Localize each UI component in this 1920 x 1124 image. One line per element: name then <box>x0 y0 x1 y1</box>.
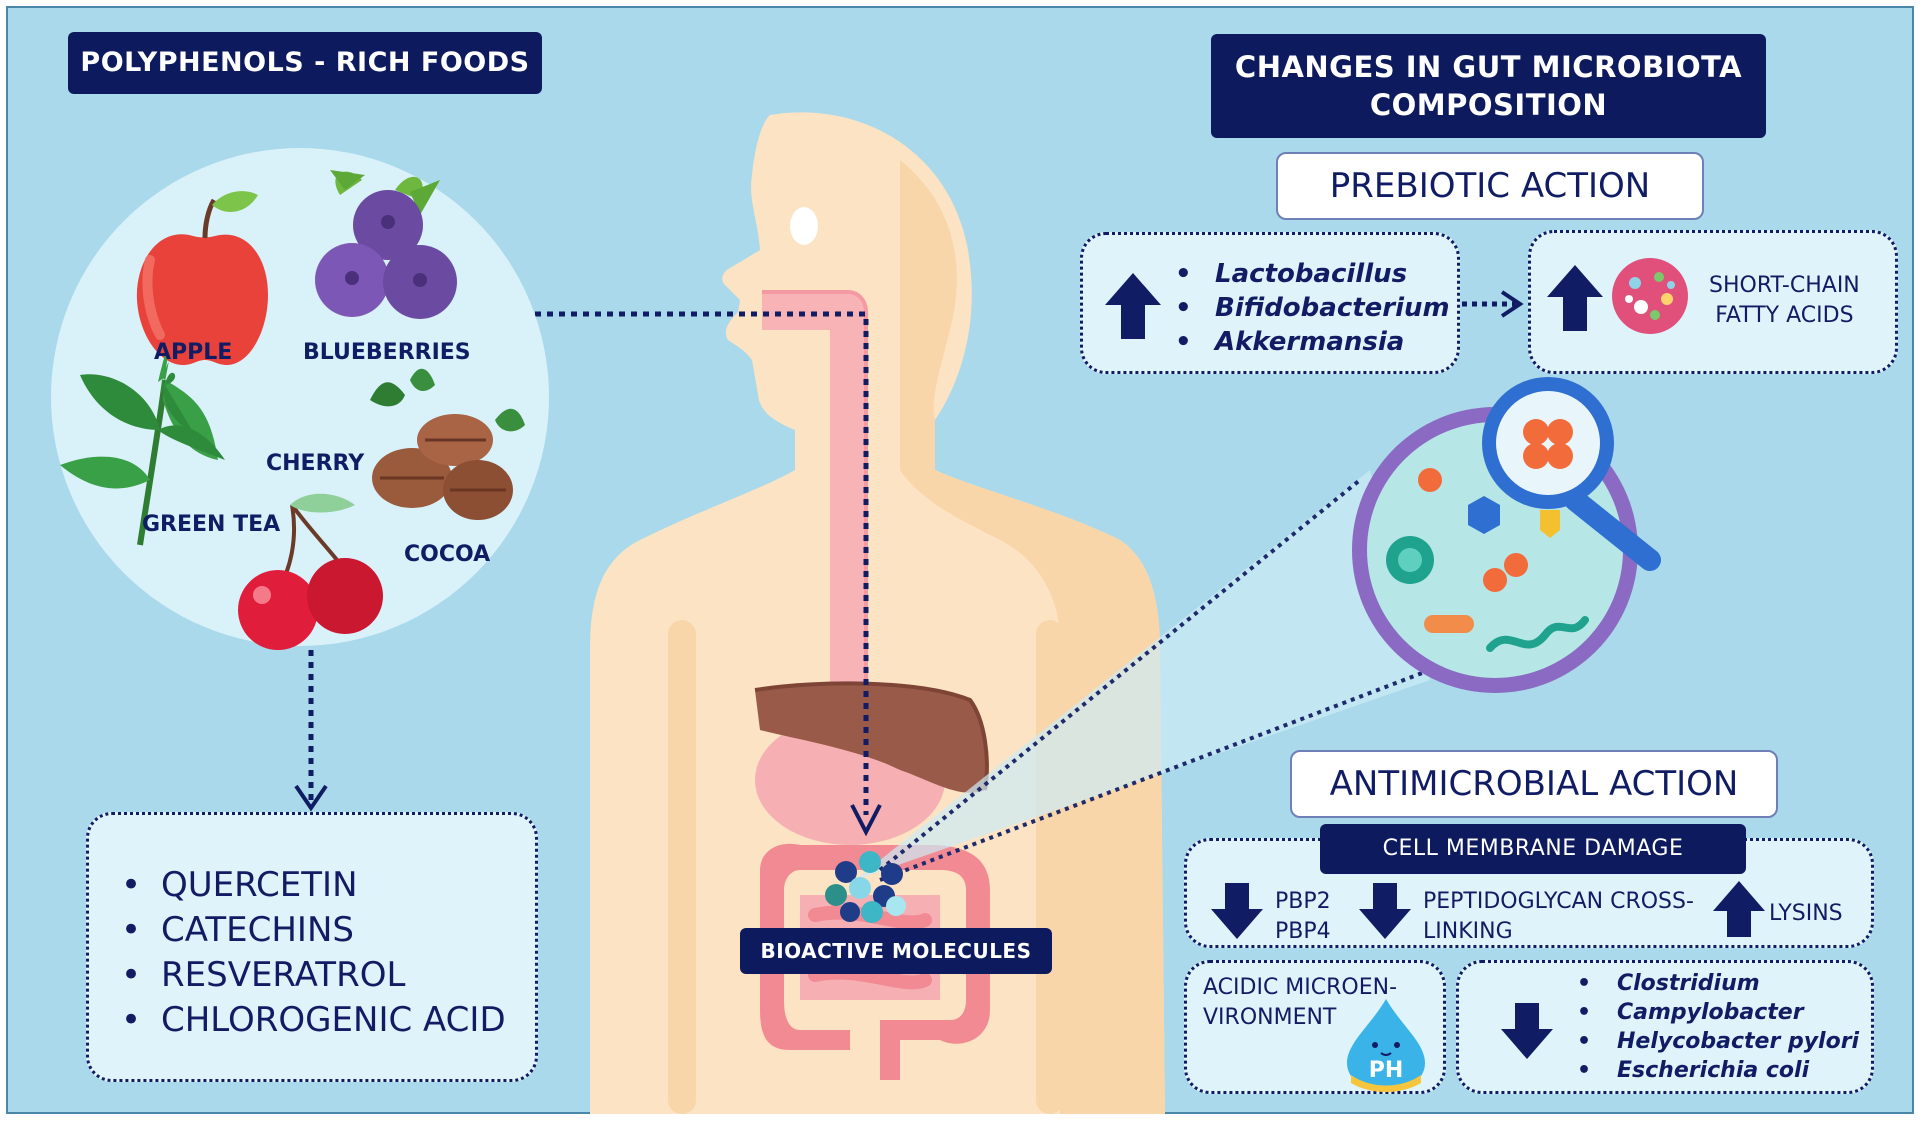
compounds-list: QUERCETIN CATECHINS RESVERATROL CHLOROGE… <box>121 863 506 1043</box>
pathogens-box: Clostridium Campylobacter Helycobacter p… <box>1456 960 1874 1094</box>
bioactive-molecules-label: BIOACTIVE MOLECULES <box>740 928 1052 974</box>
scfa-label-line1: SHORT-CHAIN <box>1709 273 1860 298</box>
cherry-icon <box>238 493 383 650</box>
compound-item: QUERCETIN <box>121 863 506 908</box>
compound-item: RESVERATROL <box>121 953 506 998</box>
increase-arrow-icon <box>1713 881 1765 937</box>
bacteria-list: Lactobacillus Bifidobacterium Akkermansi… <box>1175 257 1450 359</box>
pathogen-item: Clostridium <box>1577 969 1859 998</box>
bacteria-item: Akkermansia <box>1175 325 1450 359</box>
bioactive-molecules-cluster <box>825 851 906 923</box>
ph-text: PH <box>1369 1058 1404 1083</box>
decrease-arrow-icon <box>1211 883 1263 939</box>
prebiotic-action-title: PREBIOTIC ACTION <box>1276 152 1704 220</box>
lysins-label: LYSINS <box>1769 901 1843 926</box>
blueberries-icon <box>315 170 457 319</box>
scfa-label: SHORT-CHAIN FATTY ACIDS <box>1709 271 1860 331</box>
polyphenols-title: POLYPHENOLS - RICH FOODS <box>68 32 542 94</box>
pathogens-list: Clostridium Campylobacter Helycobacter p… <box>1577 969 1859 1085</box>
ph-drop-icon: PH <box>1347 999 1425 1092</box>
pathogen-item: Escherichia coli <box>1577 1056 1859 1085</box>
gut-microbiota-title-line1: CHANGES IN GUT MICROBIOTA <box>1234 50 1743 84</box>
cocoa-label: COCOA <box>404 542 491 567</box>
bacteria-box: Lactobacillus Bifidobacterium Akkermansi… <box>1080 232 1460 374</box>
apple-icon <box>136 191 268 365</box>
cocoa-icon <box>370 368 525 520</box>
pbp4-label: PBP4 <box>1275 919 1331 944</box>
decrease-arrow-icon <box>1359 883 1411 939</box>
pbp-labels: PBP2 PBP4 <box>1275 887 1331 947</box>
fatty-acids-icon <box>1612 258 1688 334</box>
antimicrobial-action-title: ANTIMICROBIAL ACTION <box>1290 750 1778 818</box>
increase-arrow-icon <box>1105 273 1161 339</box>
green-tea-label: GREEN TEA <box>142 512 281 537</box>
cell-membrane-damage-header: CELL MEMBRANE DAMAGE <box>1320 824 1746 874</box>
compound-item: CHLOROGENIC ACID <box>121 998 506 1043</box>
pathogen-item: Helycobacter pylori <box>1577 1027 1859 1056</box>
scfa-label-line2: FATTY ACIDS <box>1715 303 1854 328</box>
gut-microbiota-title: CHANGES IN GUT MICROBIOTA COMPOSITION <box>1211 34 1766 138</box>
increase-arrow-icon <box>1547 265 1603 331</box>
acidic-label: ACIDIC MICROEN- VIRONMENT <box>1203 973 1397 1033</box>
green-tea-icon <box>60 349 225 546</box>
blueberries-label: BLUEBERRIES <box>303 340 471 365</box>
compounds-arrowhead <box>294 784 328 812</box>
compounds-box: QUERCETIN CATECHINS RESVERATROL CHLOROGE… <box>86 812 538 1082</box>
ingestion-path <box>535 311 869 815</box>
acidic-label-line2: VIRONMENT <box>1203 1005 1337 1030</box>
acidic-microenvironment-box: ACIDIC MICROEN- VIRONMENT PH <box>1184 960 1446 1094</box>
pathogen-item: Campylobacter <box>1577 998 1859 1027</box>
decrease-arrow-icon <box>1501 1003 1553 1059</box>
apple-label: APPLE <box>154 340 233 365</box>
cherry-label: CHERRY <box>266 451 365 476</box>
peptidoglycan-label-line2: LINKING <box>1423 919 1513 944</box>
peptidoglycan-label: PEPTIDOGLYCAN CROSS- LINKING <box>1423 887 1694 947</box>
peptidoglycan-label-line1: PEPTIDOGLYCAN CROSS- <box>1423 889 1694 914</box>
ingestion-arrowhead <box>850 804 882 837</box>
focus-cone <box>855 470 1430 880</box>
compound-item: CATECHINS <box>121 908 506 953</box>
bacteria-item: Lactobacillus <box>1175 257 1450 291</box>
acidic-label-line1: ACIDIC MICROEN- <box>1203 975 1398 1000</box>
human-body-silhouette <box>590 112 1165 1115</box>
cell-membrane-box: PBP2 PBP4 PEPTIDOGLYCAN CROSS- LINKING L… <box>1184 838 1874 948</box>
scfa-box: SHORT-CHAIN FATTY ACIDS <box>1528 230 1898 374</box>
focus-line-top <box>878 478 1362 872</box>
gut-microbiota-title-line2: COMPOSITION <box>1369 88 1608 122</box>
bacteria-item: Bifidobacterium <box>1175 291 1450 325</box>
pbp2-label: PBP2 <box>1275 889 1331 914</box>
